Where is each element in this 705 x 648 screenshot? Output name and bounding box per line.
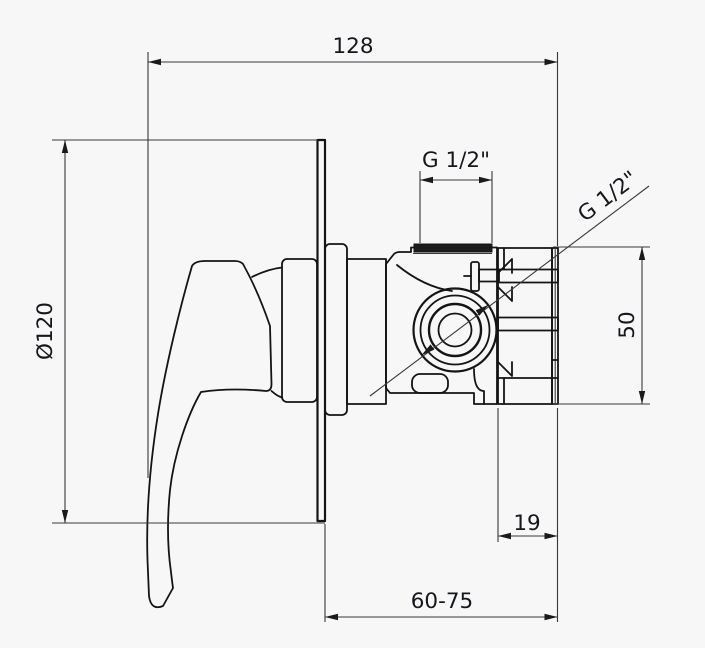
- dim-housing-depth: 19: [497, 408, 559, 622]
- dim-label-body-height: 50: [615, 311, 640, 338]
- dim-side-thread: G 1/2": [369, 166, 650, 397]
- dim-top-thread: G 1/2": [419, 148, 493, 243]
- dim-install-depth: 60-75: [324, 524, 558, 622]
- dim-body-height: 50: [553, 246, 650, 405]
- hook-mid: [497, 286, 513, 302]
- top-thread-band: [413, 243, 493, 253]
- dim-overall-depth: 128: [147, 34, 559, 478]
- dim-label-install-depth: 60-75: [411, 589, 473, 614]
- dim-label-plate-diameter: Ø120: [33, 302, 58, 360]
- body-screw: [463, 261, 500, 292]
- dim-label-overall-depth: 128: [332, 34, 373, 59]
- hook-bottom: [497, 361, 513, 377]
- handle-hub: [281, 258, 318, 403]
- dim-plate-diameter: Ø120: [33, 139, 325, 524]
- collar: [324, 243, 348, 416]
- dim-label-side-thread: G 1/2": [573, 166, 642, 227]
- body-foot: [411, 373, 449, 394]
- sleeve: [346, 258, 387, 405]
- lever-handle: [146, 258, 318, 609]
- side-port-circles: [412, 287, 498, 373]
- escutcheon-plate: [316, 138, 327, 523]
- dim-label-housing-depth: 19: [513, 511, 540, 536]
- valve-body: [385, 243, 500, 405]
- hook-top: [497, 258, 513, 274]
- mounting-box: [497, 247, 559, 405]
- dim-label-top-thread: G 1/2": [422, 148, 490, 173]
- body-clip: [473, 368, 485, 405]
